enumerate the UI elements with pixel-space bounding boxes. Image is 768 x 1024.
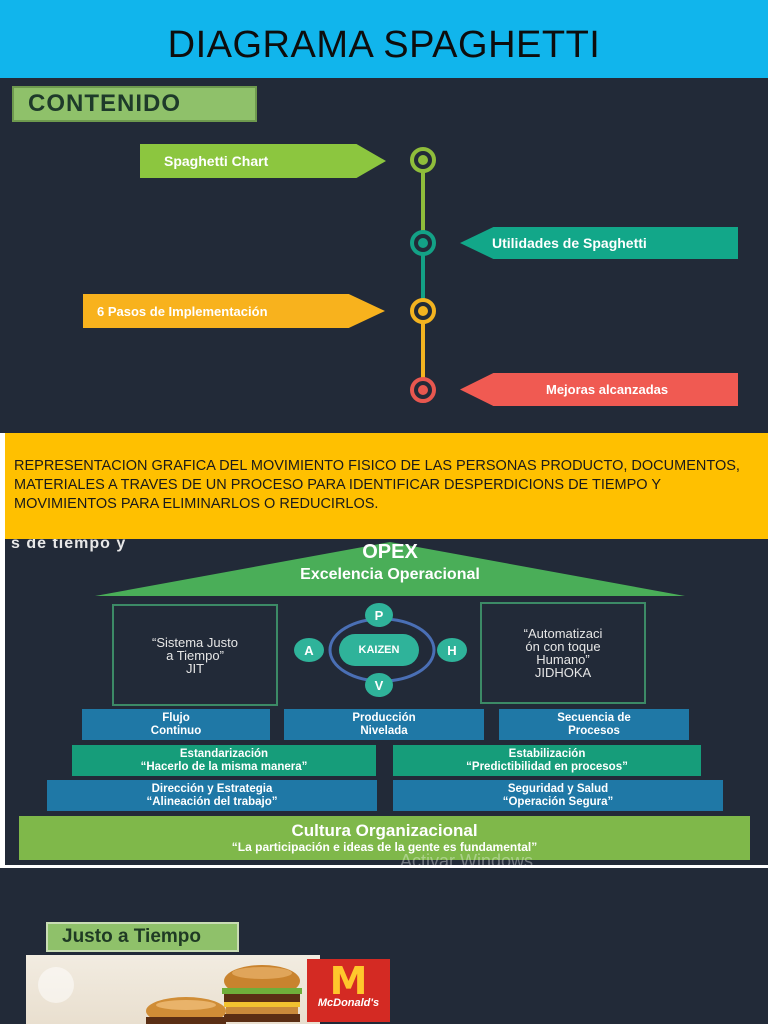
box-line: “Alineación del trabajo” [146,795,278,808]
opex-house-diagram: s de tiempo y OPEX Excelencia Operaciona… [5,539,768,865]
secuencia-procesos-box: Secuencia de Procesos [499,709,689,740]
timeline-item-mejoras: Mejoras alcanzadas [460,373,738,406]
base-title: Cultura Organizacional [291,821,478,840]
windows-watermark: Activar Windows [400,851,534,865]
pillar-line: “Automatizaci [523,626,603,641]
box-line: Nivelada [360,724,408,737]
burgers-photo [26,955,320,1024]
pillar-line: JIT [185,660,205,676]
pillar-line: a Tiempo” [166,647,224,663]
opex-title: OPEX [362,541,418,563]
box-line: Dirección y Estrategia [151,782,273,795]
box-line: “Operación Segura” [502,795,614,808]
timeline-item-spaghetti-chart: Spaghetti Chart [140,144,386,178]
timeline-node-icon [410,230,436,256]
burger-icon [38,965,302,1024]
kaizen-h: H [437,638,467,662]
pillar-line: ón con toque [525,639,601,654]
box-line: Estandarización [179,747,269,760]
kaizen-a: A [294,638,324,662]
pillar-jidhoka: “Automatizaci ón con toque Humano” JIDHO… [480,602,646,704]
box-line: Continuo [150,724,202,737]
box-line: Flujo [162,711,190,724]
justo-a-tiempo-heading: Justo a Tiempo [46,922,239,952]
timeline-line [421,160,425,390]
box-line: Procesos [568,724,620,737]
kaizen-v: V [365,673,393,697]
box-line: “Predictibilidad en procesos” [466,760,628,773]
cultura-organizacional-base: Cultura Organizacional “La participación… [19,816,750,860]
page-title: DIAGRAMA SPAGHETTI [167,24,601,66]
box-line: Estabilización [508,747,586,760]
timeline-node-icon [410,147,436,173]
estabilizacion-box: Estabilización “Predictibilidad en proce… [393,745,701,776]
pillar-line: JIDHOKA [534,665,592,680]
timeline-item-label: 6 Pasos de Implementación [97,303,268,319]
mcdonalds-logo-text: McDonald's [317,997,380,1009]
kaizen-p: P [365,603,393,627]
box-line: “Hacerlo de la misma manera” [140,760,308,773]
timeline-item-label: Mejoras alcanzadas [546,382,669,397]
base-subtitle: “La participación e ideas de la gente es… [231,840,538,854]
box-line: Secuencia de [557,711,631,724]
partial-caption: s de tiempo y [11,539,127,552]
timeline-item-label: Spaghetti Chart [164,153,269,169]
mcdonalds-logo: M McDonald's [307,959,390,1022]
pillar-jit: “Sistema Justo a Tiempo” JIT [112,604,278,706]
pillar-line: Humano” [536,652,590,667]
timeline-item-utilidades: Utilidades de Spaghetti [460,227,738,259]
pillar-line: “Sistema Justo [152,634,238,650]
opex-subtitle: Excelencia Operacional [300,566,480,583]
definition-box: REPRESENTACION GRAFICA DEL MOVIMIENTO FI… [5,433,768,539]
mcdonalds-arches-icon: M [329,959,368,1003]
kaizen-center: KAIZEN [339,634,419,666]
contenido-heading: CONTENIDO [12,86,257,122]
box-line: Producción [352,711,416,724]
estandarizacion-box: Estandarización “Hacerlo de la misma man… [72,745,376,776]
direccion-estrategia-box: Dirección y Estrategia “Alineación del t… [47,780,377,811]
timeline-item-label: Utilidades de Spaghetti [492,235,647,251]
timeline-node-icon [410,298,436,324]
definition-text: REPRESENTACION GRAFICA DEL MOVIMIENTO FI… [14,458,740,512]
produccion-nivelada-box: Producción Nivelada [284,709,484,740]
box-line: Seguridad y Salud [507,782,609,795]
opex-roof [95,542,685,596]
title-bar: DIAGRAMA SPAGHETTI [0,0,768,78]
timeline-node-icon [410,377,436,403]
flujo-continuo-box: Flujo Continuo [82,709,270,740]
seguridad-salud-box: Seguridad y Salud “Operación Segura” [393,780,723,811]
timeline-item-6-pasos: 6 Pasos de Implementación [83,294,385,328]
